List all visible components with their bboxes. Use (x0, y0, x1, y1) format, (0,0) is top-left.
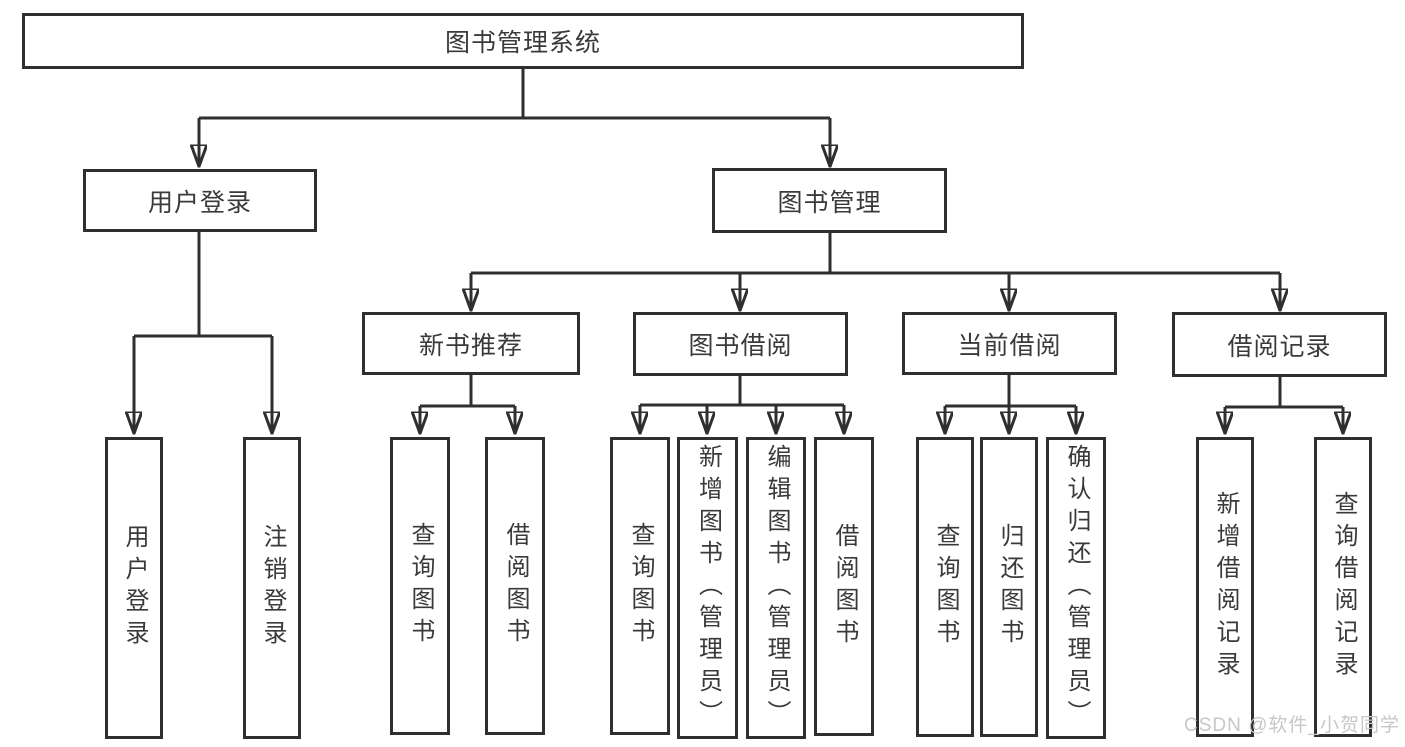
node-label: 图书管理系统 (444, 29, 601, 57)
node-label: 借阅图书 (502, 522, 529, 650)
node-borrowing-records: 借阅记录 (1172, 312, 1387, 377)
node-query-books-recommend: 查询图书 (390, 437, 450, 735)
node-label: 新书推荐 (418, 331, 523, 360)
node-label: 用户登录 (147, 188, 252, 217)
node-query-books-current: 查询图书 (916, 437, 974, 737)
node-new-book-recommendation: 新书推荐 (362, 312, 580, 375)
node-return-books: 归还图书 (980, 437, 1038, 737)
watermark: CSDN @软件_小贺同学 (1184, 715, 1400, 736)
node-edit-books-admin: 编辑图书（管理员） (746, 437, 806, 739)
node-label: 借阅记录 (1227, 332, 1332, 361)
node-borrow-books-recommend: 借阅图书 (485, 437, 545, 735)
node-add-books-admin: 新增图书（管理员） (677, 437, 738, 739)
node-user-login-action: 用户登录 (105, 437, 163, 739)
node-label: 图书借阅 (688, 332, 793, 360)
node-borrow-books: 借阅图书 (814, 437, 874, 736)
node-label: 查询图书 (627, 522, 654, 650)
node-add-borrow-record: 新增借阅记录 (1196, 437, 1254, 737)
node-label: 查询图书 (407, 522, 434, 650)
node-query-books-borrowing: 查询图书 (610, 437, 670, 735)
node-book-management: 图书管理 (712, 168, 947, 233)
node-label: 当前借阅 (957, 331, 1062, 360)
node-library-management-system: 图书管理系统 (22, 13, 1024, 69)
node-confirm-return-admin: 确认归还（管理员） (1046, 437, 1106, 739)
node-logout-action: 注销登录 (243, 437, 301, 739)
node-book-borrowing: 图书借阅 (633, 312, 848, 376)
node-label: 注销登录 (259, 524, 286, 652)
node-label: 新增图书（管理员） (694, 444, 722, 732)
node-query-borrow-record: 查询借阅记录 (1314, 437, 1372, 737)
node-label: 查询借阅记录 (1330, 491, 1357, 683)
node-label: 新增借阅记录 (1212, 491, 1239, 683)
node-label: 图书管理 (777, 188, 882, 217)
node-label: 编辑图书（管理员） (763, 444, 790, 732)
node-label: 借阅图书 (831, 522, 858, 651)
node-current-borrowing: 当前借阅 (902, 312, 1117, 375)
node-user-login: 用户登录 (83, 169, 317, 232)
node-label: 归还图书 (996, 523, 1023, 651)
node-label: 确认归还（管理员） (1063, 444, 1090, 732)
node-label: 查询图书 (932, 523, 959, 651)
node-label: 用户登录 (121, 524, 148, 652)
